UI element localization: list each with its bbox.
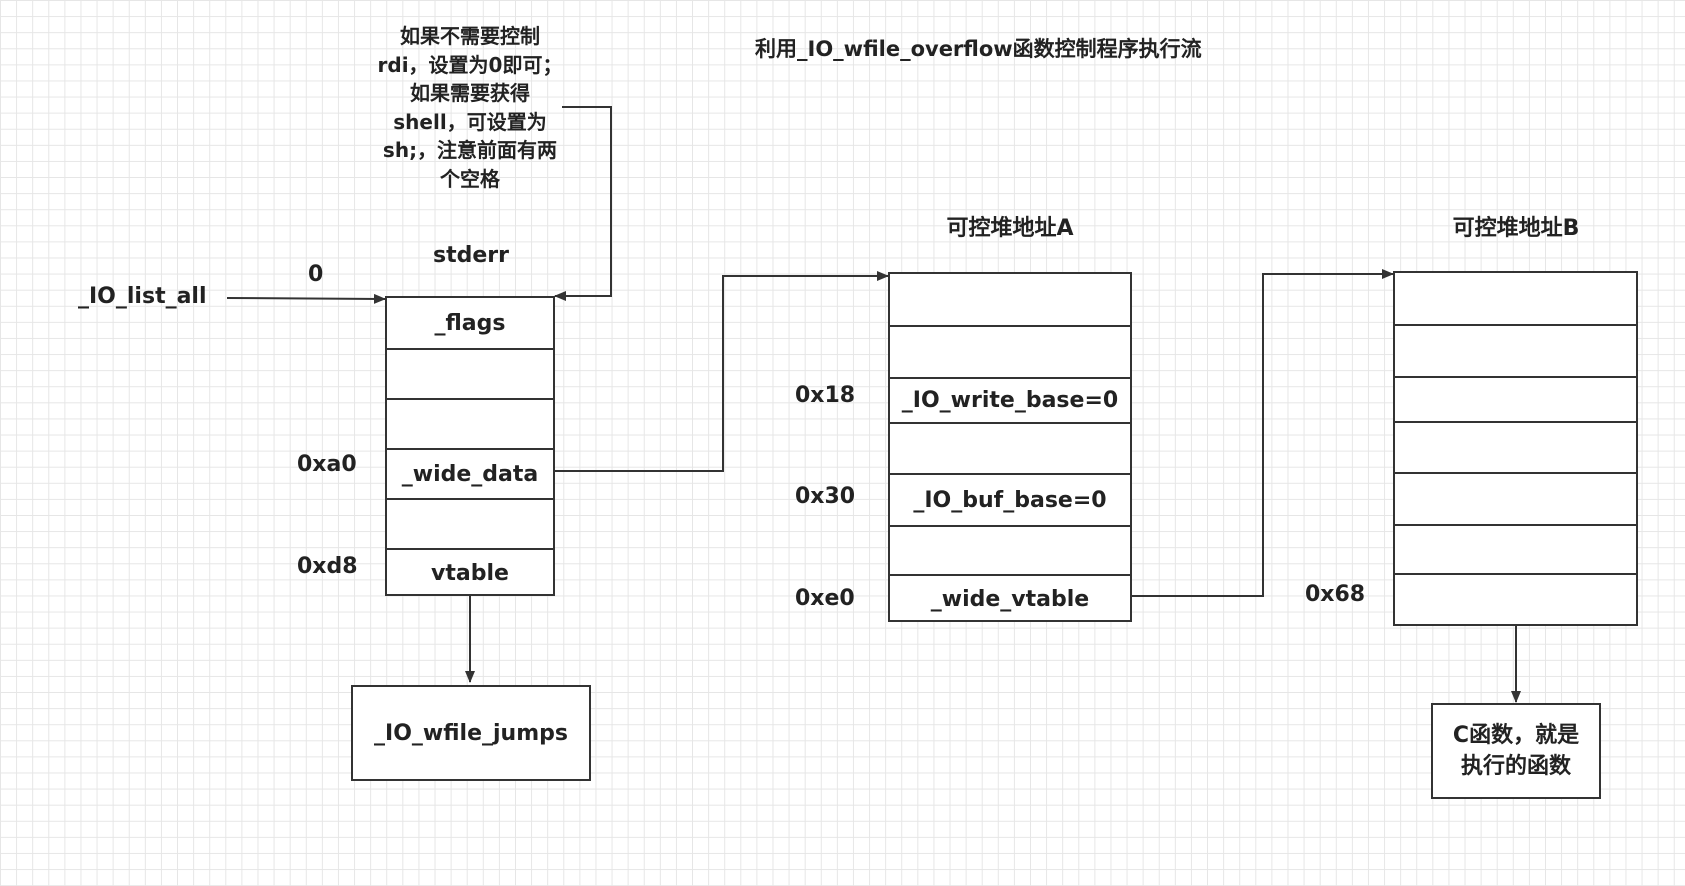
wide-data-to-heap-a-arrow bbox=[555, 271, 889, 472]
stderr-cell-5 bbox=[387, 498, 553, 548]
wide-vtable-to-heap-b-arrow bbox=[1131, 269, 1394, 597]
c-function-line1: C函数，就是 bbox=[1452, 723, 1580, 748]
heap-b-cell-2 bbox=[1395, 324, 1636, 376]
heap-b-struct bbox=[1393, 271, 1638, 626]
heap-a-cell-buf-base: _IO_buf_base=0 bbox=[890, 473, 1130, 525]
io-wfile-jumps-box: _IO_wfile_jumps bbox=[351, 685, 591, 781]
heap-a-cell-2 bbox=[890, 325, 1130, 377]
heap-a-title: 可控堆地址A bbox=[946, 216, 1074, 241]
heap-a-cell-write-base: _IO_write_base=0 bbox=[890, 377, 1130, 422]
heap-a-cell-wide-vtable: _wide_vtable bbox=[890, 574, 1130, 622]
stderr-cell-vtable: vtable bbox=[387, 548, 553, 596]
stderr-struct: _flags _wide_data vtable bbox=[385, 296, 555, 596]
stderr-cell-2 bbox=[387, 348, 553, 398]
c-function-box: C函数，就是 执行的函数 bbox=[1431, 703, 1601, 799]
heap-b-title: 可控堆地址B bbox=[1452, 216, 1580, 241]
heap-a-cell-1 bbox=[890, 274, 1130, 325]
heap-a-struct: _IO_write_base=0 _IO_buf_base=0 _wide_vt… bbox=[888, 272, 1132, 622]
heap-a-cell-4 bbox=[890, 422, 1130, 473]
io-list-all-offset: 0 bbox=[308, 262, 324, 287]
note-text: 如果不需要控制rdi，设置为0即可；如果需要获得shell，可设置为 sh;，注… bbox=[377, 24, 563, 191]
diagram-title: 利用_IO_wfile_overflow函数控制程序执行流 bbox=[755, 37, 1202, 61]
stderr-cell-wide-data: _wide_data bbox=[387, 448, 553, 498]
offset-vtable: 0xd8 bbox=[297, 554, 358, 579]
stderr-cell-flags: _flags bbox=[434, 310, 506, 336]
offset-buf-base: 0x30 bbox=[795, 484, 856, 509]
stderr-title: stderr bbox=[433, 243, 509, 268]
heap-b-cell-6 bbox=[1395, 524, 1636, 573]
offset-func: 0x68 bbox=[1305, 582, 1366, 607]
io-list-all-arrow bbox=[226, 293, 386, 304]
offset-wide-data: 0xa0 bbox=[297, 452, 357, 477]
offset-wide-vtable: 0xe0 bbox=[795, 586, 855, 611]
offset-write-base: 0x18 bbox=[795, 383, 856, 408]
stderr-cell-3 bbox=[387, 398, 553, 448]
c-function-line2: 执行的函数 bbox=[1460, 754, 1571, 779]
heap-b-cell-4 bbox=[1395, 421, 1636, 472]
io-list-all-label: _IO_list_all bbox=[78, 284, 207, 309]
heap-b-cell-3 bbox=[1395, 376, 1636, 421]
heap-b-cell-1 bbox=[1395, 273, 1636, 324]
note-to-flags-arrow bbox=[554, 106, 612, 301]
heap-b-cell-func bbox=[1395, 573, 1636, 626]
heap-b-cell-5 bbox=[1395, 472, 1636, 524]
heap-a-cell-6 bbox=[890, 525, 1130, 574]
